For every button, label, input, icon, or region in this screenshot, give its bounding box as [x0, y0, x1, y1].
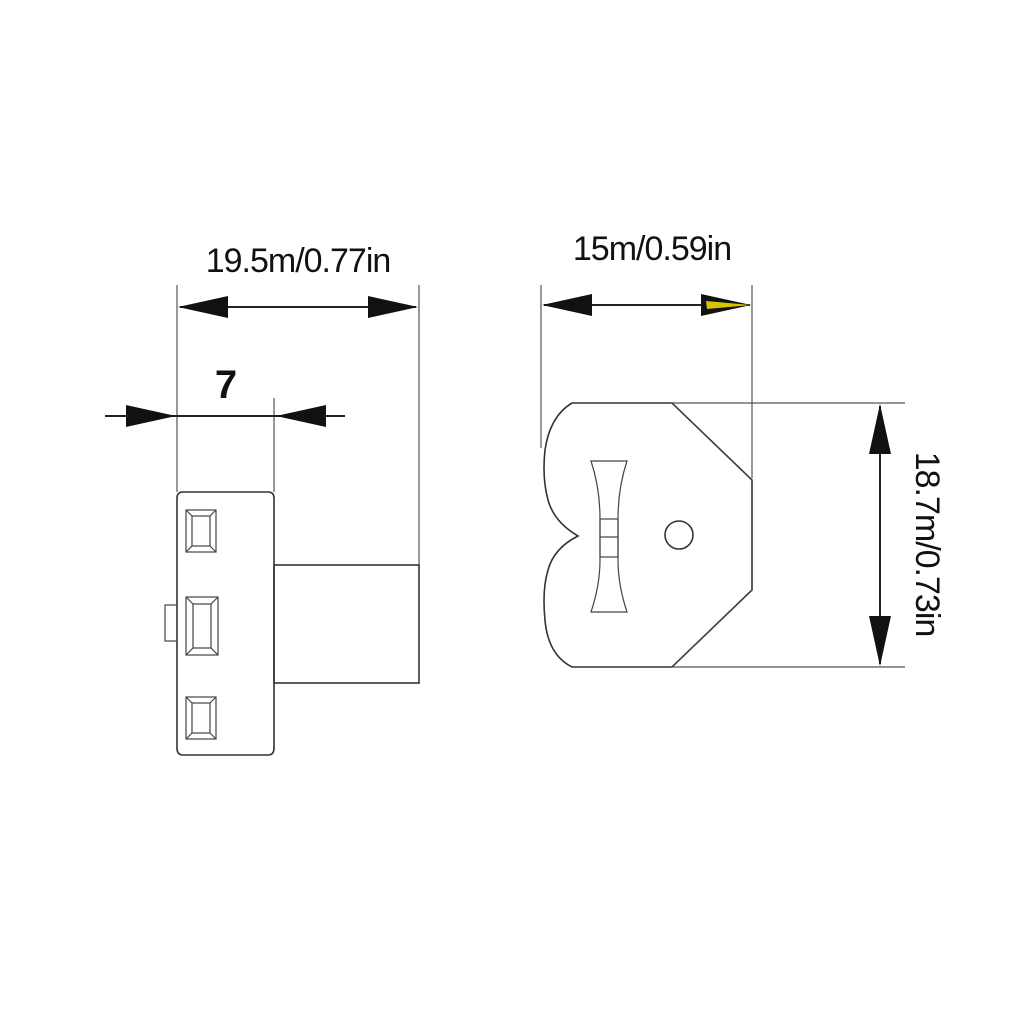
dim-label-left-inner: 7 [215, 363, 237, 407]
dim-label-left-width: 19.5m/0.77in [206, 242, 391, 280]
front-blade-contact [599, 518, 619, 558]
front-view: 15m/0.59in 18.7m/0.73in [540, 230, 946, 668]
side-slot-top [185, 509, 217, 553]
side-slot-bottom [185, 696, 217, 740]
front-round-hole [664, 520, 694, 550]
side-tab [164, 604, 178, 642]
side-prong-block [273, 564, 420, 684]
front-chamfer-top [671, 402, 753, 481]
dim-label-right-width: 15m/0.59in [573, 230, 731, 268]
front-blade-slot [590, 460, 628, 613]
front-body [543, 402, 753, 668]
side-view: 19.5m/0.77in 7 [105, 242, 420, 756]
arrow-right-width-start [542, 294, 592, 316]
front-chamfer-bottom [671, 589, 753, 668]
side-body [176, 491, 275, 756]
arrow-inner-right [276, 405, 326, 427]
arrow-inner-left [126, 405, 176, 427]
arrow-right-width-end-highlight [706, 301, 751, 309]
dim-label-right-height: 18.7m/0.73in [908, 452, 946, 637]
side-slot-middle [185, 596, 219, 656]
arrow-left-width-start [178, 296, 228, 318]
arrow-right-height-bottom [869, 616, 891, 666]
arrow-left-width-end [368, 296, 418, 318]
arrow-right-height-top [869, 404, 891, 454]
